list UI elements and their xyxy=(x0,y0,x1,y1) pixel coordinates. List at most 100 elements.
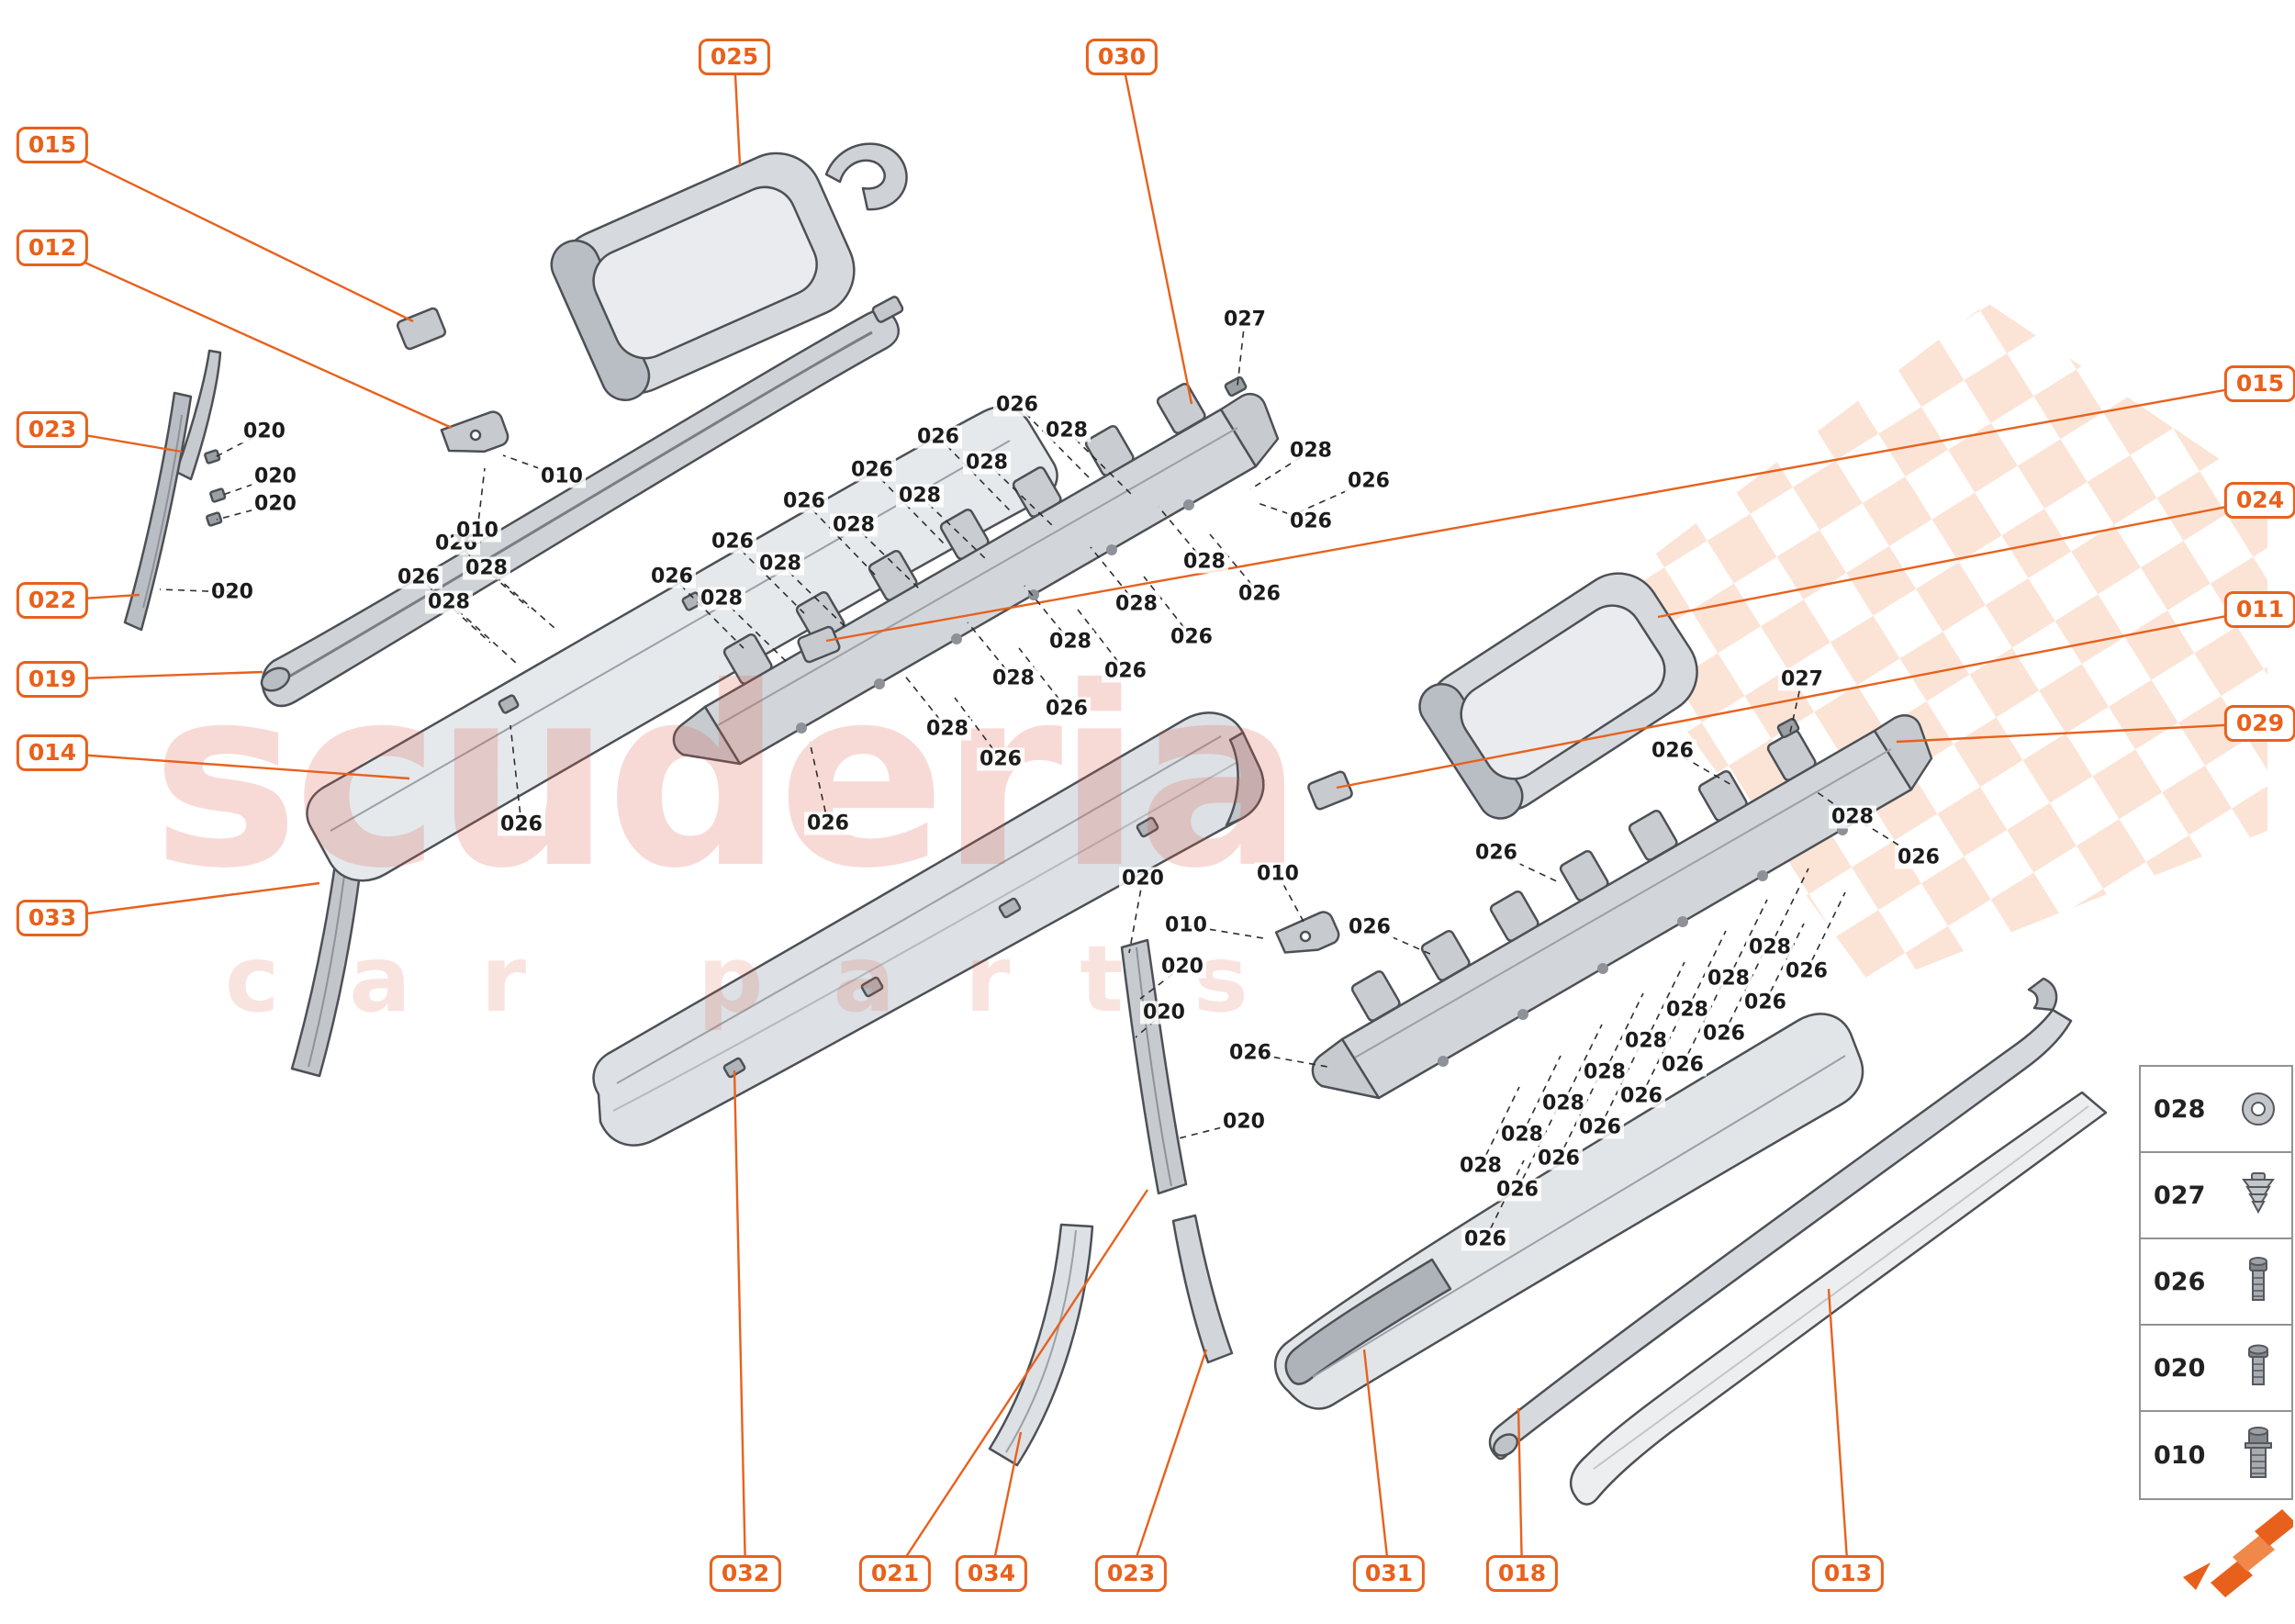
fastener-label-026: 026 xyxy=(914,425,962,449)
fastener-label-020: 020 xyxy=(252,465,299,488)
part-callout-021[interactable]: 021 xyxy=(858,1555,932,1592)
fastener-label-010: 010 xyxy=(1254,862,1302,886)
fastener-label-028: 028 xyxy=(1181,550,1228,574)
fastener-label-026: 026 xyxy=(1741,991,1789,1014)
fastener-label-028: 028 xyxy=(990,666,1037,690)
fastener-label-028: 028 xyxy=(1663,998,1711,1022)
fastener-label-026: 026 xyxy=(1168,625,1215,649)
fastener-label-026: 026 xyxy=(498,812,545,836)
fastener-label-028: 028 xyxy=(1498,1123,1546,1147)
fastener-label-026: 026 xyxy=(395,566,442,589)
fastener-label-010: 010 xyxy=(1162,913,1210,937)
fastener-label-026: 026 xyxy=(993,393,1041,417)
fastener-label-026: 026 xyxy=(804,812,852,835)
part-callout-015[interactable]: 015 xyxy=(2223,365,2295,402)
fastener-label-026: 026 xyxy=(648,565,696,588)
part-sketch-end-scoop-left xyxy=(550,142,908,401)
part-callout-024[interactable]: 024 xyxy=(2223,482,2295,519)
fastener-label-027: 027 xyxy=(1221,308,1269,331)
fastener-label-010: 010 xyxy=(453,519,501,543)
fastener-label-020: 020 xyxy=(252,492,299,516)
legend-part-number: 020 xyxy=(2154,1353,2206,1383)
fastener-label-026: 026 xyxy=(1102,659,1149,683)
fastener-label-020: 020 xyxy=(1159,955,1206,979)
legend-row-027: 027 xyxy=(2141,1153,2291,1239)
fastener-label-026: 026 xyxy=(1043,697,1091,721)
fastener-label-026: 026 xyxy=(1783,959,1830,983)
screw-icon xyxy=(2249,1257,2267,1301)
washer-icon xyxy=(2242,1092,2275,1126)
part-sketch-rocker-panel xyxy=(592,711,1265,1147)
part-callout-023[interactable]: 023 xyxy=(16,411,89,448)
bolt-icon xyxy=(2245,1427,2272,1478)
part-callout-013[interactable]: 013 xyxy=(1811,1555,1885,1592)
fastener-label-026: 026 xyxy=(1472,841,1520,865)
fastener-label-026: 026 xyxy=(1659,1053,1707,1077)
scuderia-logo xyxy=(2183,1509,2293,1597)
part-callout-033[interactable]: 033 xyxy=(16,900,89,936)
part-callout-011[interactable]: 011 xyxy=(2223,591,2295,628)
part-callout-015[interactable]: 015 xyxy=(16,127,89,163)
part-callout-029[interactable]: 029 xyxy=(2223,705,2295,742)
fastener-label-026: 026 xyxy=(1346,915,1394,939)
fastener-label-028: 028 xyxy=(1047,630,1094,654)
fastener-label-026: 026 xyxy=(1345,469,1393,493)
fastener-label-020: 020 xyxy=(208,580,256,604)
fastener-label-028: 028 xyxy=(1829,805,1876,829)
legend-part-number: 026 xyxy=(2154,1267,2206,1296)
fastener-label-026: 026 xyxy=(1461,1227,1509,1251)
fastener-label-026: 026 xyxy=(1226,1041,1274,1065)
fastener-label-028: 028 xyxy=(896,484,944,508)
part-callout-030[interactable]: 030 xyxy=(1085,39,1159,75)
screw-icon xyxy=(2248,1344,2268,1385)
legend-part-number: 028 xyxy=(2154,1094,2206,1124)
legend-row-026: 026 xyxy=(2141,1239,2291,1326)
fastener-label-026: 026 xyxy=(1236,582,1283,606)
part-callout-032[interactable]: 032 xyxy=(709,1555,782,1592)
legend-row-020: 020 xyxy=(2141,1326,2291,1412)
fastener-label-026: 026 xyxy=(848,458,896,482)
fastener-label-028: 028 xyxy=(1457,1154,1505,1178)
fastener-label-020: 020 xyxy=(241,420,288,443)
fastener-label-020: 020 xyxy=(1220,1110,1268,1134)
part-callout-031[interactable]: 031 xyxy=(1352,1555,1426,1592)
fastener-label-028: 028 xyxy=(698,587,745,610)
fastener-label-026: 026 xyxy=(1287,510,1335,533)
fastener-label-028: 028 xyxy=(1622,1029,1670,1053)
fastener-label-026: 026 xyxy=(1535,1147,1583,1170)
fastener-label-026: 026 xyxy=(1895,846,1942,869)
fastener-label-026: 026 xyxy=(1618,1084,1665,1108)
fastener-label-027: 027 xyxy=(1778,667,1826,691)
part-callout-025[interactable]: 025 xyxy=(698,39,771,75)
part-callout-022[interactable]: 022 xyxy=(16,582,89,619)
part-callout-018[interactable]: 018 xyxy=(1485,1555,1559,1592)
fastener-label-026: 026 xyxy=(1700,1022,1748,1046)
legend-row-028: 028 xyxy=(2141,1067,2291,1153)
part-sketch-trim-strip-lower xyxy=(1488,977,2073,1461)
part-callout-014[interactable]: 014 xyxy=(16,734,89,771)
fastener-label-028: 028 xyxy=(1287,439,1335,463)
part-callout-034[interactable]: 034 xyxy=(955,1555,1028,1592)
fastener-label-026: 026 xyxy=(709,530,756,554)
fastener-label-028: 028 xyxy=(924,717,971,741)
part-sketch-sill-panel-lower xyxy=(1273,1013,1864,1410)
legend-part-number: 010 xyxy=(2154,1440,2206,1470)
fastener-label-026: 026 xyxy=(780,489,828,513)
part-callout-012[interactable]: 012 xyxy=(16,230,89,266)
fastener-label-028: 028 xyxy=(756,552,804,576)
fastener-label-028: 028 xyxy=(1746,935,1794,959)
part-callout-019[interactable]: 019 xyxy=(16,661,89,698)
fastener-label-028: 028 xyxy=(1539,1092,1587,1115)
fastener-label-028: 028 xyxy=(425,590,473,614)
legend-part-number: 027 xyxy=(2154,1181,2206,1210)
fastener-label-026: 026 xyxy=(1576,1115,1624,1139)
fastener-label-028: 028 xyxy=(963,451,1011,475)
fastener-label-010: 010 xyxy=(538,465,586,488)
fastener-label-026: 026 xyxy=(977,747,1024,771)
fastener-label-028: 028 xyxy=(830,513,878,537)
part-callout-023[interactable]: 023 xyxy=(1094,1555,1168,1592)
fastener-label-028: 028 xyxy=(1113,592,1160,616)
fastener-label-028: 028 xyxy=(463,556,510,580)
